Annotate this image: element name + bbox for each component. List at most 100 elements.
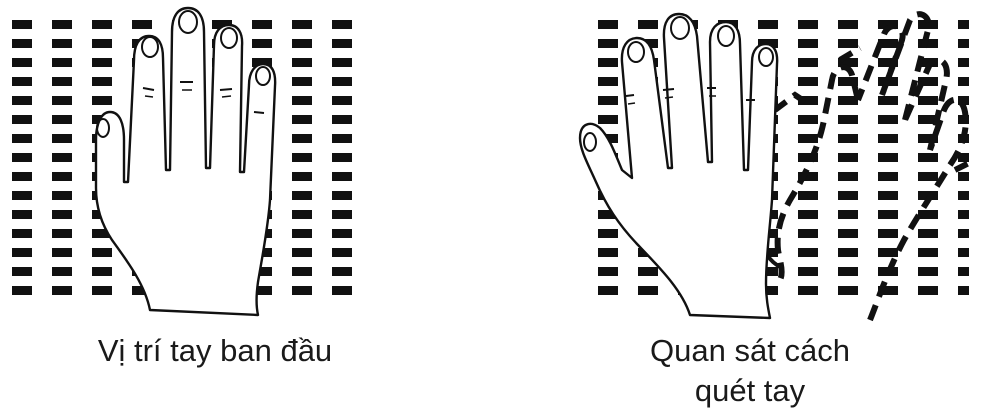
dash-mark: [958, 172, 978, 181]
dash-mark: [958, 77, 978, 86]
dash-mark: [638, 286, 658, 295]
dash-mark: [332, 20, 352, 29]
dash-mark: [918, 229, 938, 238]
dash-mark: [52, 77, 72, 86]
dash-mark: [52, 58, 72, 67]
dash-mark: [958, 210, 978, 219]
dash-mark: [332, 115, 352, 124]
dash-mark: [332, 267, 352, 276]
dash-mark: [332, 229, 352, 238]
dash-mark: [838, 210, 858, 219]
dash-mark: [332, 191, 352, 200]
dash-mark: [838, 134, 858, 143]
dash-mark: [332, 58, 352, 67]
dash-mark: [292, 267, 312, 276]
dash-mark: [92, 20, 112, 29]
dash-mark: [252, 20, 272, 29]
dash-mark: [92, 39, 112, 48]
dash-mark: [838, 191, 858, 200]
dash-mark: [92, 58, 112, 67]
dash-mark: [958, 191, 978, 200]
dash-mark: [918, 267, 938, 276]
dash-mark: [12, 77, 32, 86]
dash-mark: [918, 96, 938, 105]
dash-mark: [292, 58, 312, 67]
dash-mark: [332, 210, 352, 219]
dash-mark: [92, 96, 112, 105]
dash-mark: [12, 96, 32, 105]
dash-mark: [292, 286, 312, 295]
dash-mark: [292, 115, 312, 124]
dash-mark: [798, 229, 818, 238]
dash-mark: [292, 96, 312, 105]
dash-mark: [292, 191, 312, 200]
dash-mark: [52, 210, 72, 219]
dash-mark: [598, 229, 618, 238]
dash-mark: [798, 77, 818, 86]
dash-mark: [798, 20, 818, 29]
dash-mark: [918, 248, 938, 257]
dash-mark: [332, 96, 352, 105]
caption-observe-sweep: Quan sát cách quét tay: [560, 331, 940, 411]
dash-mark: [838, 267, 858, 276]
dash-mark: [12, 58, 32, 67]
dash-mark: [12, 134, 32, 143]
dash-mark: [798, 191, 818, 200]
caption-initial-position: Vị trí tay ban đầu: [20, 331, 410, 371]
dash-mark: [52, 134, 72, 143]
dash-mark: [878, 172, 898, 181]
dash-mark: [958, 20, 978, 29]
dash-mark: [332, 286, 352, 295]
dash-mark: [12, 210, 32, 219]
dash-mark: [12, 115, 32, 124]
dash-mark: [12, 286, 32, 295]
dash-mark: [52, 286, 72, 295]
dash-mark: [52, 96, 72, 105]
dash-mark: [838, 115, 858, 124]
dash-mark: [918, 286, 938, 295]
dash-mark: [292, 77, 312, 86]
dash-mark: [918, 210, 938, 219]
dash-mark: [12, 267, 32, 276]
dash-mark: [292, 20, 312, 29]
dash-mark: [598, 20, 618, 29]
dash-mark: [332, 77, 352, 86]
dash-mark: [292, 210, 312, 219]
dash-mark: [958, 248, 978, 257]
dash-mark: [838, 153, 858, 162]
dash-mark: [878, 248, 898, 257]
dash-mark: [958, 229, 978, 238]
dash-mark: [52, 248, 72, 257]
dash-mark: [598, 286, 618, 295]
dash-mark: [92, 286, 112, 295]
dash-mark: [52, 267, 72, 276]
dash-mark: [12, 20, 32, 29]
dash-mark: [878, 96, 898, 105]
dash-mark: [878, 115, 898, 124]
dash-mark: [332, 153, 352, 162]
dash-mark: [798, 248, 818, 257]
dash-mark: [292, 39, 312, 48]
dash-mark: [132, 20, 152, 29]
dash-mark: [12, 172, 32, 181]
dash-mark: [878, 229, 898, 238]
dash-mark: [52, 39, 72, 48]
dash-mark: [598, 77, 618, 86]
dash-mark: [838, 286, 858, 295]
dash-mark: [332, 172, 352, 181]
dash-mark: [838, 39, 858, 48]
dash-mark: [878, 210, 898, 219]
dash-mark: [292, 172, 312, 181]
dash-mark: [958, 58, 978, 67]
dash-mark: [12, 153, 32, 162]
dash-mark: [332, 134, 352, 143]
dash-mark: [52, 172, 72, 181]
dash-mark: [332, 248, 352, 257]
dash-mark: [838, 248, 858, 257]
dash-mark: [798, 58, 818, 67]
caption-line: quét tay: [560, 371, 940, 411]
dash-mark: [878, 134, 898, 143]
dash-mark: [878, 191, 898, 200]
hand-motion-icon: [764, 14, 975, 320]
dash-mark: [292, 153, 312, 162]
